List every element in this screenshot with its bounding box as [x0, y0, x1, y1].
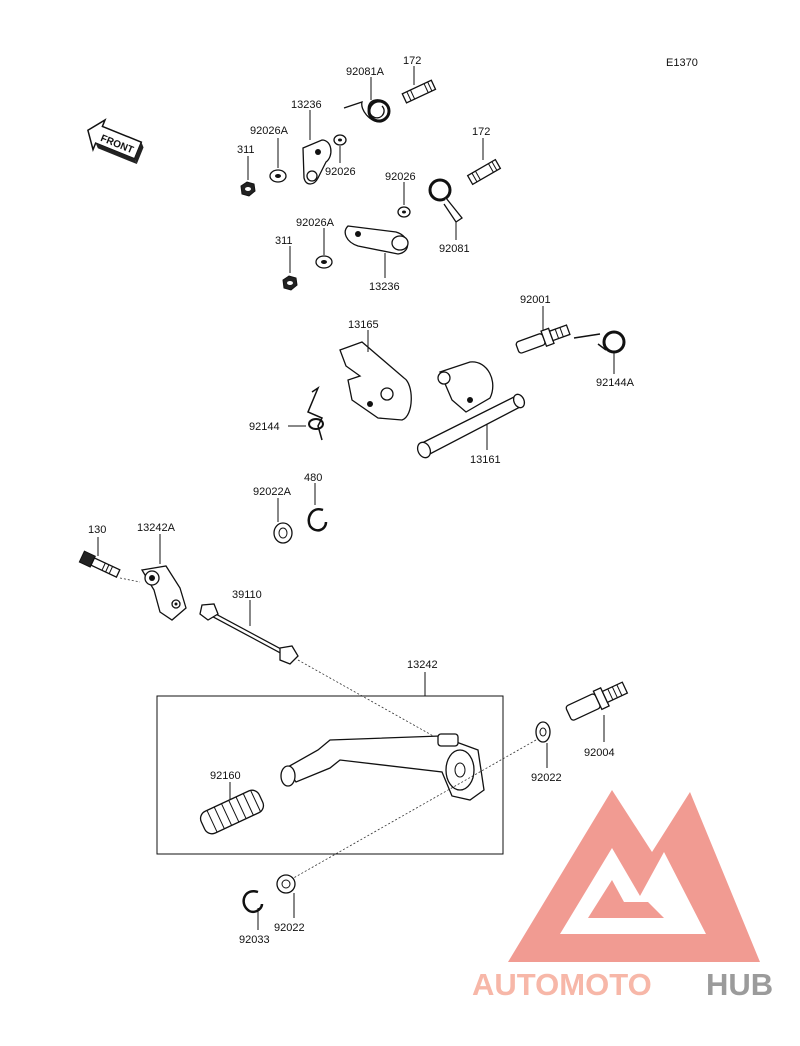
pivot-bolt-92004: [565, 681, 629, 721]
plate-13236-lower: [344, 225, 409, 255]
pedal-assembly-box: [156, 672, 504, 855]
label-480: 480: [304, 472, 322, 484]
label-92004: 92004: [584, 747, 615, 759]
spring-92081: [428, 178, 463, 223]
nut-311-upper: [240, 181, 256, 197]
label-130: 130: [88, 524, 106, 536]
label-39110: 39110: [232, 589, 262, 601]
label-13236-upper: 13236: [291, 99, 322, 111]
pin-92001: [515, 324, 571, 354]
label-311-lower: 311: [275, 235, 293, 247]
label-92026-middle: 92026: [385, 171, 416, 183]
label-172-right: 172: [472, 126, 490, 138]
label-92022-right: 92022: [531, 772, 562, 784]
diagram-code: E1370: [666, 57, 698, 69]
circlip-92033: [242, 889, 264, 914]
label-13242: 13242: [407, 659, 438, 671]
label-13236-lower: 13236: [369, 281, 400, 293]
label-92001: 92001: [520, 294, 551, 306]
label-13161: 13161: [470, 454, 501, 466]
automotohub-logo-icon: [508, 790, 760, 962]
washer-92022A: [273, 522, 293, 544]
label-311-upper: 311: [237, 144, 255, 156]
label-92022A: 92022A: [253, 486, 292, 498]
plate-13165: [339, 341, 412, 421]
label-92026A-lower: 92026A: [296, 217, 335, 229]
front-arrow-icon: FRONT: [87, 118, 144, 165]
tie-rod-39110: [199, 603, 299, 665]
watermark-text-a: AUTOMOTO: [472, 967, 652, 1002]
nut-311-lower: [282, 275, 298, 291]
label-92144: 92144: [249, 421, 280, 433]
label-92033: 92033: [239, 934, 270, 946]
label-92022-lower: 92022: [274, 922, 305, 934]
plate-13236-upper: [302, 139, 332, 185]
washer-92022-lower: [276, 874, 296, 894]
spring-92081A: [343, 99, 391, 123]
stud-172-right: [466, 158, 502, 186]
label-172-top: 172: [403, 55, 421, 67]
joint-13242A: [140, 565, 187, 621]
bolt-130: [78, 550, 121, 578]
stud-172-top: [401, 79, 437, 104]
label-13242A: 13242A: [137, 522, 176, 534]
shaft-13161: [416, 361, 526, 459]
label-92026-upper: 92026: [325, 166, 356, 178]
label-92026A-upper: 92026A: [250, 125, 289, 137]
spring-92144A: [573, 330, 626, 354]
shift-pedal-13242: [280, 733, 485, 801]
spring-92144: [307, 386, 324, 441]
washer-92022-right: [535, 721, 551, 743]
label-92081: 92081: [439, 243, 470, 255]
label-92081A: 92081A: [346, 66, 385, 78]
label-92144A: 92144A: [596, 377, 635, 389]
circlip-480: [307, 507, 328, 532]
label-92160: 92160: [210, 770, 241, 782]
watermark-text-b: HUB: [706, 967, 773, 1002]
label-13165: 13165: [348, 319, 379, 331]
pedal-rubber-92160: [199, 789, 265, 835]
